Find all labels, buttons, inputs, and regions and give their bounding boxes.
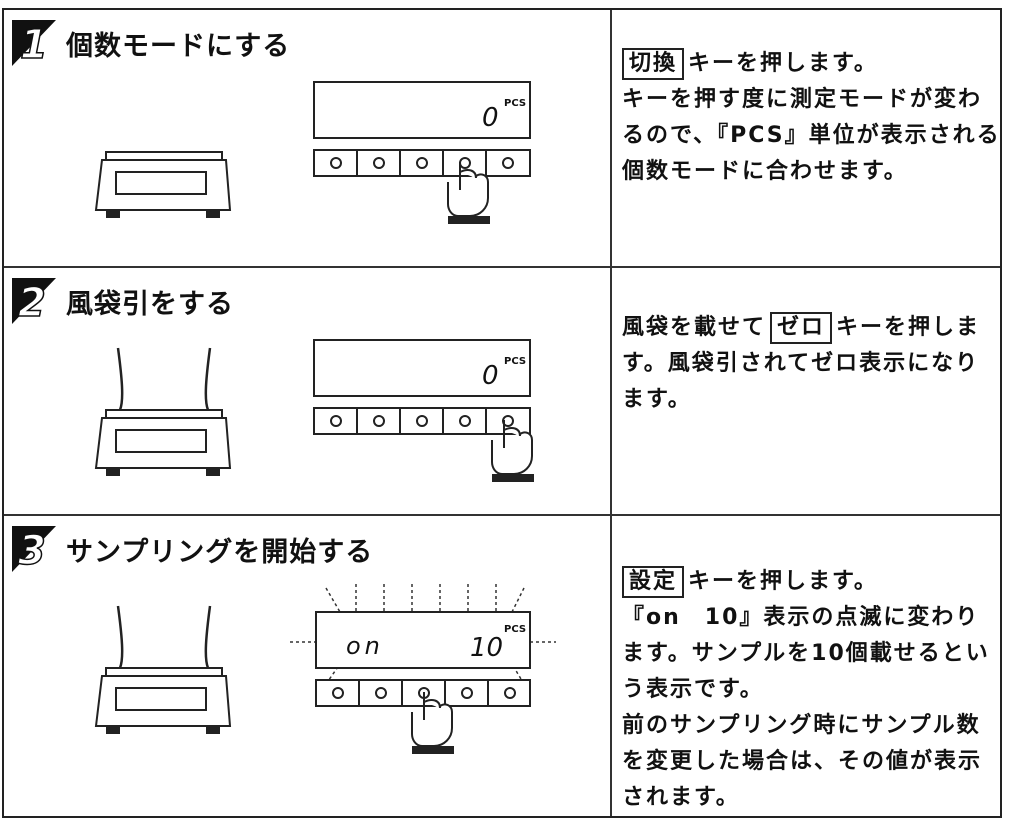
pressing-hand-icon — [447, 162, 490, 224]
step-1-description: 切換キーを押します。 キーを押す度に測定モードが変わるので、『PCS』単位が表示… — [622, 46, 1002, 190]
step-number: 1 — [20, 22, 48, 66]
step-2-heading: 2 風袋引をする — [12, 278, 234, 324]
pressing-hand-icon — [411, 692, 454, 754]
step-3: 3 サンプリングを開始する — [4, 516, 1000, 816]
display-unit: PCS — [504, 98, 526, 109]
display-value: 0 — [482, 103, 499, 133]
column-divider — [610, 10, 612, 816]
display-value: 10 — [470, 633, 503, 663]
key-label: ゼロ — [770, 312, 833, 344]
step-title: サンプリングを開始する — [66, 536, 374, 568]
display-panel-icon: on 10 PCS — [315, 611, 531, 707]
step-title: 風袋引をする — [66, 288, 234, 320]
step-2-description: 風袋を載せてゼロキーを押します。風袋引されてゼロ表示になります。 — [622, 310, 1002, 418]
description-text: 前のサンプリング時にサンプル数を変更した場合は、その値が表示されます。 — [622, 713, 983, 810]
display-unit: PCS — [504, 356, 526, 367]
step-number: 2 — [18, 280, 46, 324]
step-number-badge: 1 — [12, 20, 56, 66]
instruction-sheet: 1 個数モードにする 0 PCS — [2, 8, 1002, 818]
description-text: キーを押します。 — [688, 51, 878, 76]
step-3-heading: 3 サンプリングを開始する — [12, 526, 373, 572]
step-number-badge: 3 — [12, 526, 56, 572]
step-2: 2 風袋引をする 0 PCS — [4, 268, 1000, 516]
description-text: キーを押す度に測定モードが変わるので、『PCS』単位が表示される個数モードに合わ… — [622, 87, 1001, 184]
description-text: キーを押します。風袋引されてゼロ表示になります。 — [622, 315, 981, 412]
description-text: キーを押します。 — [688, 569, 878, 594]
key-label: 切換 — [622, 48, 685, 80]
description-text: 風袋を載せて — [622, 315, 767, 340]
display-value: 0 — [482, 361, 499, 391]
step-2-illustration: 0 PCS — [84, 328, 564, 508]
scale-icon — [94, 151, 232, 218]
step-3-description: 設定キーを押します。 『on 10』表示の点滅に変わります。サンプルを10個載せ… — [622, 564, 1002, 816]
step-1: 1 個数モードにする 0 PCS — [4, 10, 1000, 268]
scale-with-bag-icon — [94, 347, 232, 476]
step-1-illustration: 0 PCS — [84, 70, 564, 250]
display-left: on — [346, 632, 384, 660]
step-1-heading: 1 個数モードにする — [12, 20, 290, 66]
key-label: 設定 — [622, 566, 685, 598]
step-number: 3 — [18, 528, 46, 572]
display-panel-icon: 0 PCS — [313, 339, 531, 435]
step-number-badge: 2 — [12, 278, 56, 324]
description-text: 『on 10』表示の点滅に変わります。サンプルを10個載せるという表示です。 — [622, 605, 990, 702]
display-panel-icon: 0 PCS — [313, 81, 531, 177]
pressing-hand-icon — [491, 420, 534, 482]
display-unit: PCS — [504, 624, 526, 635]
scale-with-bag-icon — [94, 605, 232, 734]
step-3-illustration: on 10 PCS — [84, 576, 564, 756]
step-title: 個数モードにする — [66, 30, 291, 62]
